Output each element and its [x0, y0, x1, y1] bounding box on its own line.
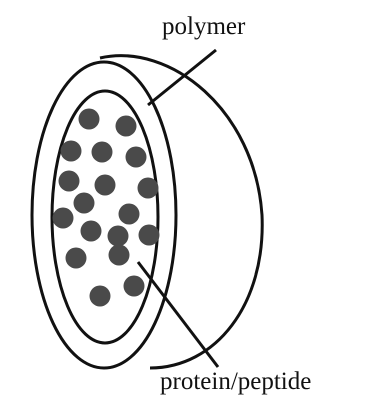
protein-particle	[119, 204, 140, 225]
protein-particle	[74, 193, 95, 214]
polymer-leader-line	[148, 50, 216, 105]
protein-particle	[109, 245, 130, 266]
core-label: protein/peptide	[160, 368, 311, 395]
protein-particle	[139, 225, 160, 246]
protein-particle	[66, 248, 87, 269]
protein-particle	[124, 276, 145, 297]
protein-particle	[81, 221, 102, 242]
protein-particle	[116, 116, 137, 137]
protein-particle	[79, 109, 100, 130]
protein-particle	[108, 226, 129, 247]
protein-particle	[92, 142, 113, 163]
protein-particle	[126, 147, 147, 168]
protein-particle	[61, 141, 82, 162]
protein-particle	[53, 208, 74, 229]
protein-particle	[138, 178, 159, 199]
protein-particle	[59, 171, 80, 192]
protein-particle	[95, 175, 116, 196]
protein-particle	[90, 286, 111, 307]
polymer-label: polymer	[162, 13, 246, 40]
